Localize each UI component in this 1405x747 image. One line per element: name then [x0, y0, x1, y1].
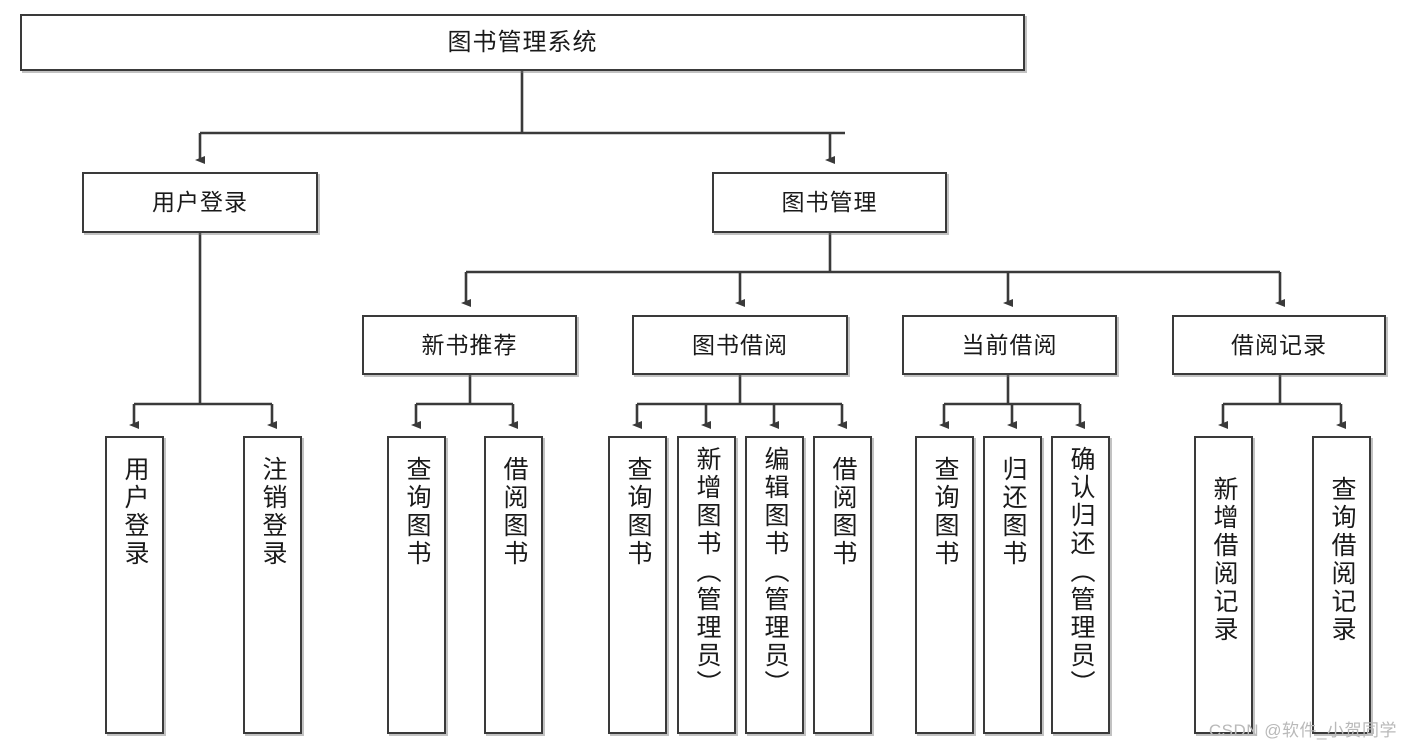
node-leaf-query-book-bb-label: 查询图书 [624, 456, 652, 568]
node-leaf-logout[interactable]: 注销登录 [243, 436, 302, 734]
node-leaf-borrow-book-rec[interactable]: 借阅图书 [484, 436, 543, 734]
node-leaf-query-book-cb-label: 查询图书 [931, 456, 959, 568]
node-leaf-query-record-label: 查询借阅记录 [1328, 476, 1356, 644]
node-book-borrow[interactable]: 图书借阅 [632, 315, 848, 375]
node-user-login-label: 用户登录 [152, 189, 248, 216]
node-leaf-user-login[interactable]: 用户登录 [105, 436, 164, 734]
node-leaf-confirm-return[interactable]: 确认归还（管理员） [1051, 436, 1110, 734]
node-leaf-query-book-rec[interactable]: 查询图书 [387, 436, 446, 734]
node-root-label: 图书管理系统 [447, 28, 598, 56]
node-leaf-confirm-return-label: 确认归还（管理员） [1067, 446, 1095, 698]
node-leaf-borrow-book-rec-label: 借阅图书 [500, 456, 528, 568]
node-new-book-recommend[interactable]: 新书推荐 [362, 315, 577, 375]
node-leaf-query-record[interactable]: 查询借阅记录 [1312, 436, 1371, 734]
node-leaf-borrow-book-bb[interactable]: 借阅图书 [813, 436, 872, 734]
node-leaf-return-book[interactable]: 归还图书 [983, 436, 1042, 734]
node-book-borrow-label: 图书借阅 [692, 331, 788, 358]
node-leaf-add-book-label: 新增图书（管理员） [693, 446, 721, 698]
node-borrow-record[interactable]: 借阅记录 [1172, 315, 1386, 375]
node-book-manage-label: 图书管理 [781, 189, 878, 216]
node-leaf-borrow-book-bb-label: 借阅图书 [829, 456, 857, 568]
node-borrow-record-label: 借阅记录 [1231, 331, 1327, 358]
node-book-manage[interactable]: 图书管理 [712, 172, 947, 233]
node-leaf-edit-book-label: 编辑图书（管理员） [761, 446, 789, 698]
node-user-login[interactable]: 用户登录 [82, 172, 318, 233]
node-root[interactable]: 图书管理系统 [20, 14, 1025, 71]
node-new-book-recommend-label: 新书推荐 [421, 331, 518, 358]
node-leaf-edit-book[interactable]: 编辑图书（管理员） [745, 436, 804, 734]
node-leaf-user-login-label: 用户登录 [121, 456, 149, 568]
node-current-borrow[interactable]: 当前借阅 [902, 315, 1117, 375]
node-leaf-query-book-rec-label: 查询图书 [403, 456, 431, 568]
node-leaf-add-record[interactable]: 新增借阅记录 [1194, 436, 1253, 734]
node-current-borrow-label: 当前借阅 [961, 331, 1058, 358]
node-leaf-query-book-cb[interactable]: 查询图书 [915, 436, 974, 734]
node-leaf-add-book[interactable]: 新增图书（管理员） [677, 436, 736, 734]
node-leaf-add-record-label: 新增借阅记录 [1210, 476, 1238, 644]
node-leaf-logout-label: 注销登录 [259, 456, 287, 568]
node-leaf-return-book-label: 归还图书 [999, 456, 1027, 568]
node-leaf-query-book-bb[interactable]: 查询图书 [608, 436, 667, 734]
